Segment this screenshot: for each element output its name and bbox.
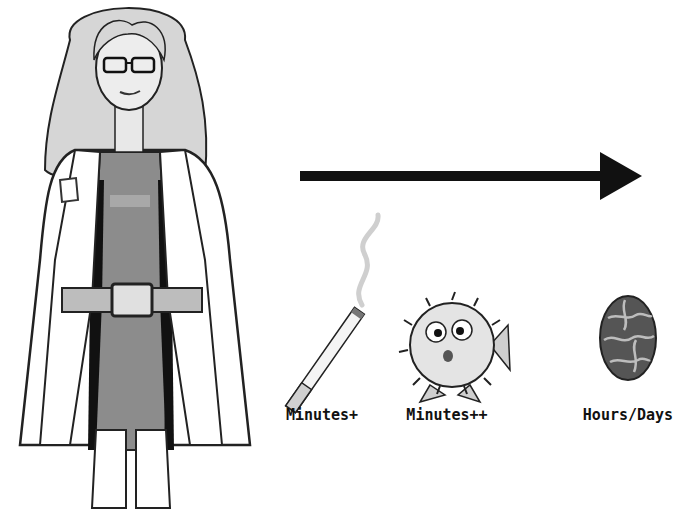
smoke [359, 215, 378, 305]
glasses-bridge [126, 62, 132, 64]
fish-eye [452, 320, 472, 340]
time-label: Minutes+ [286, 406, 358, 424]
arrow-shaft [300, 171, 610, 181]
fish-pupil [434, 329, 442, 337]
stone-egg [600, 296, 656, 380]
cigarette [286, 307, 365, 412]
glasses [104, 58, 126, 72]
coat-badge [60, 178, 78, 202]
glasses [132, 58, 154, 72]
belt-buckle [112, 284, 152, 316]
fish-fin [420, 385, 445, 402]
cigarette-body [286, 307, 365, 412]
fish-fin [458, 385, 480, 402]
chest-logo [110, 195, 150, 207]
egg-body [600, 296, 656, 380]
mouth [120, 91, 140, 94]
fish-spikes [399, 292, 500, 394]
time-label: Minutes++ [406, 406, 487, 424]
egg-cracks [604, 300, 654, 372]
hair-fringe [94, 21, 165, 60]
boot [136, 430, 170, 508]
fish-pupil [456, 327, 464, 335]
boot [92, 430, 126, 508]
fish-body [410, 303, 494, 387]
pufferfish [399, 292, 510, 402]
fish-eye [426, 322, 446, 342]
arrow-head [600, 152, 642, 200]
fish-mouth [443, 350, 453, 362]
time-label: Hours/Days [583, 406, 673, 424]
cigarette-ember [351, 307, 364, 319]
